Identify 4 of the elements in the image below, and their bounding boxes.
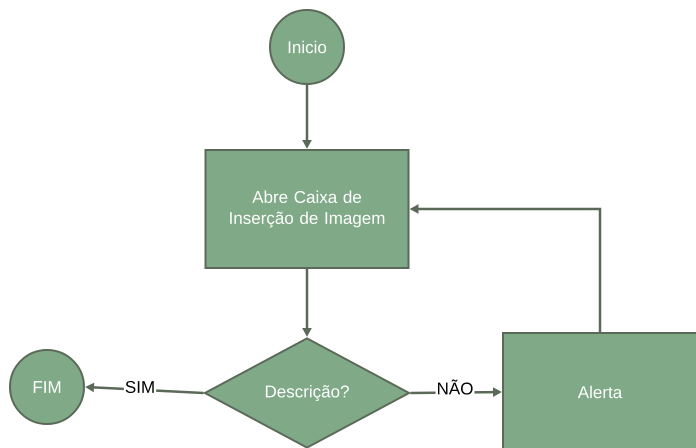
edge-label: SIM [124, 380, 156, 394]
edge-label: NÃO [436, 378, 474, 396]
process-box: Abre Caixa de Inserção de Imagem [204, 149, 410, 269]
process-box: Alerta [502, 332, 696, 448]
